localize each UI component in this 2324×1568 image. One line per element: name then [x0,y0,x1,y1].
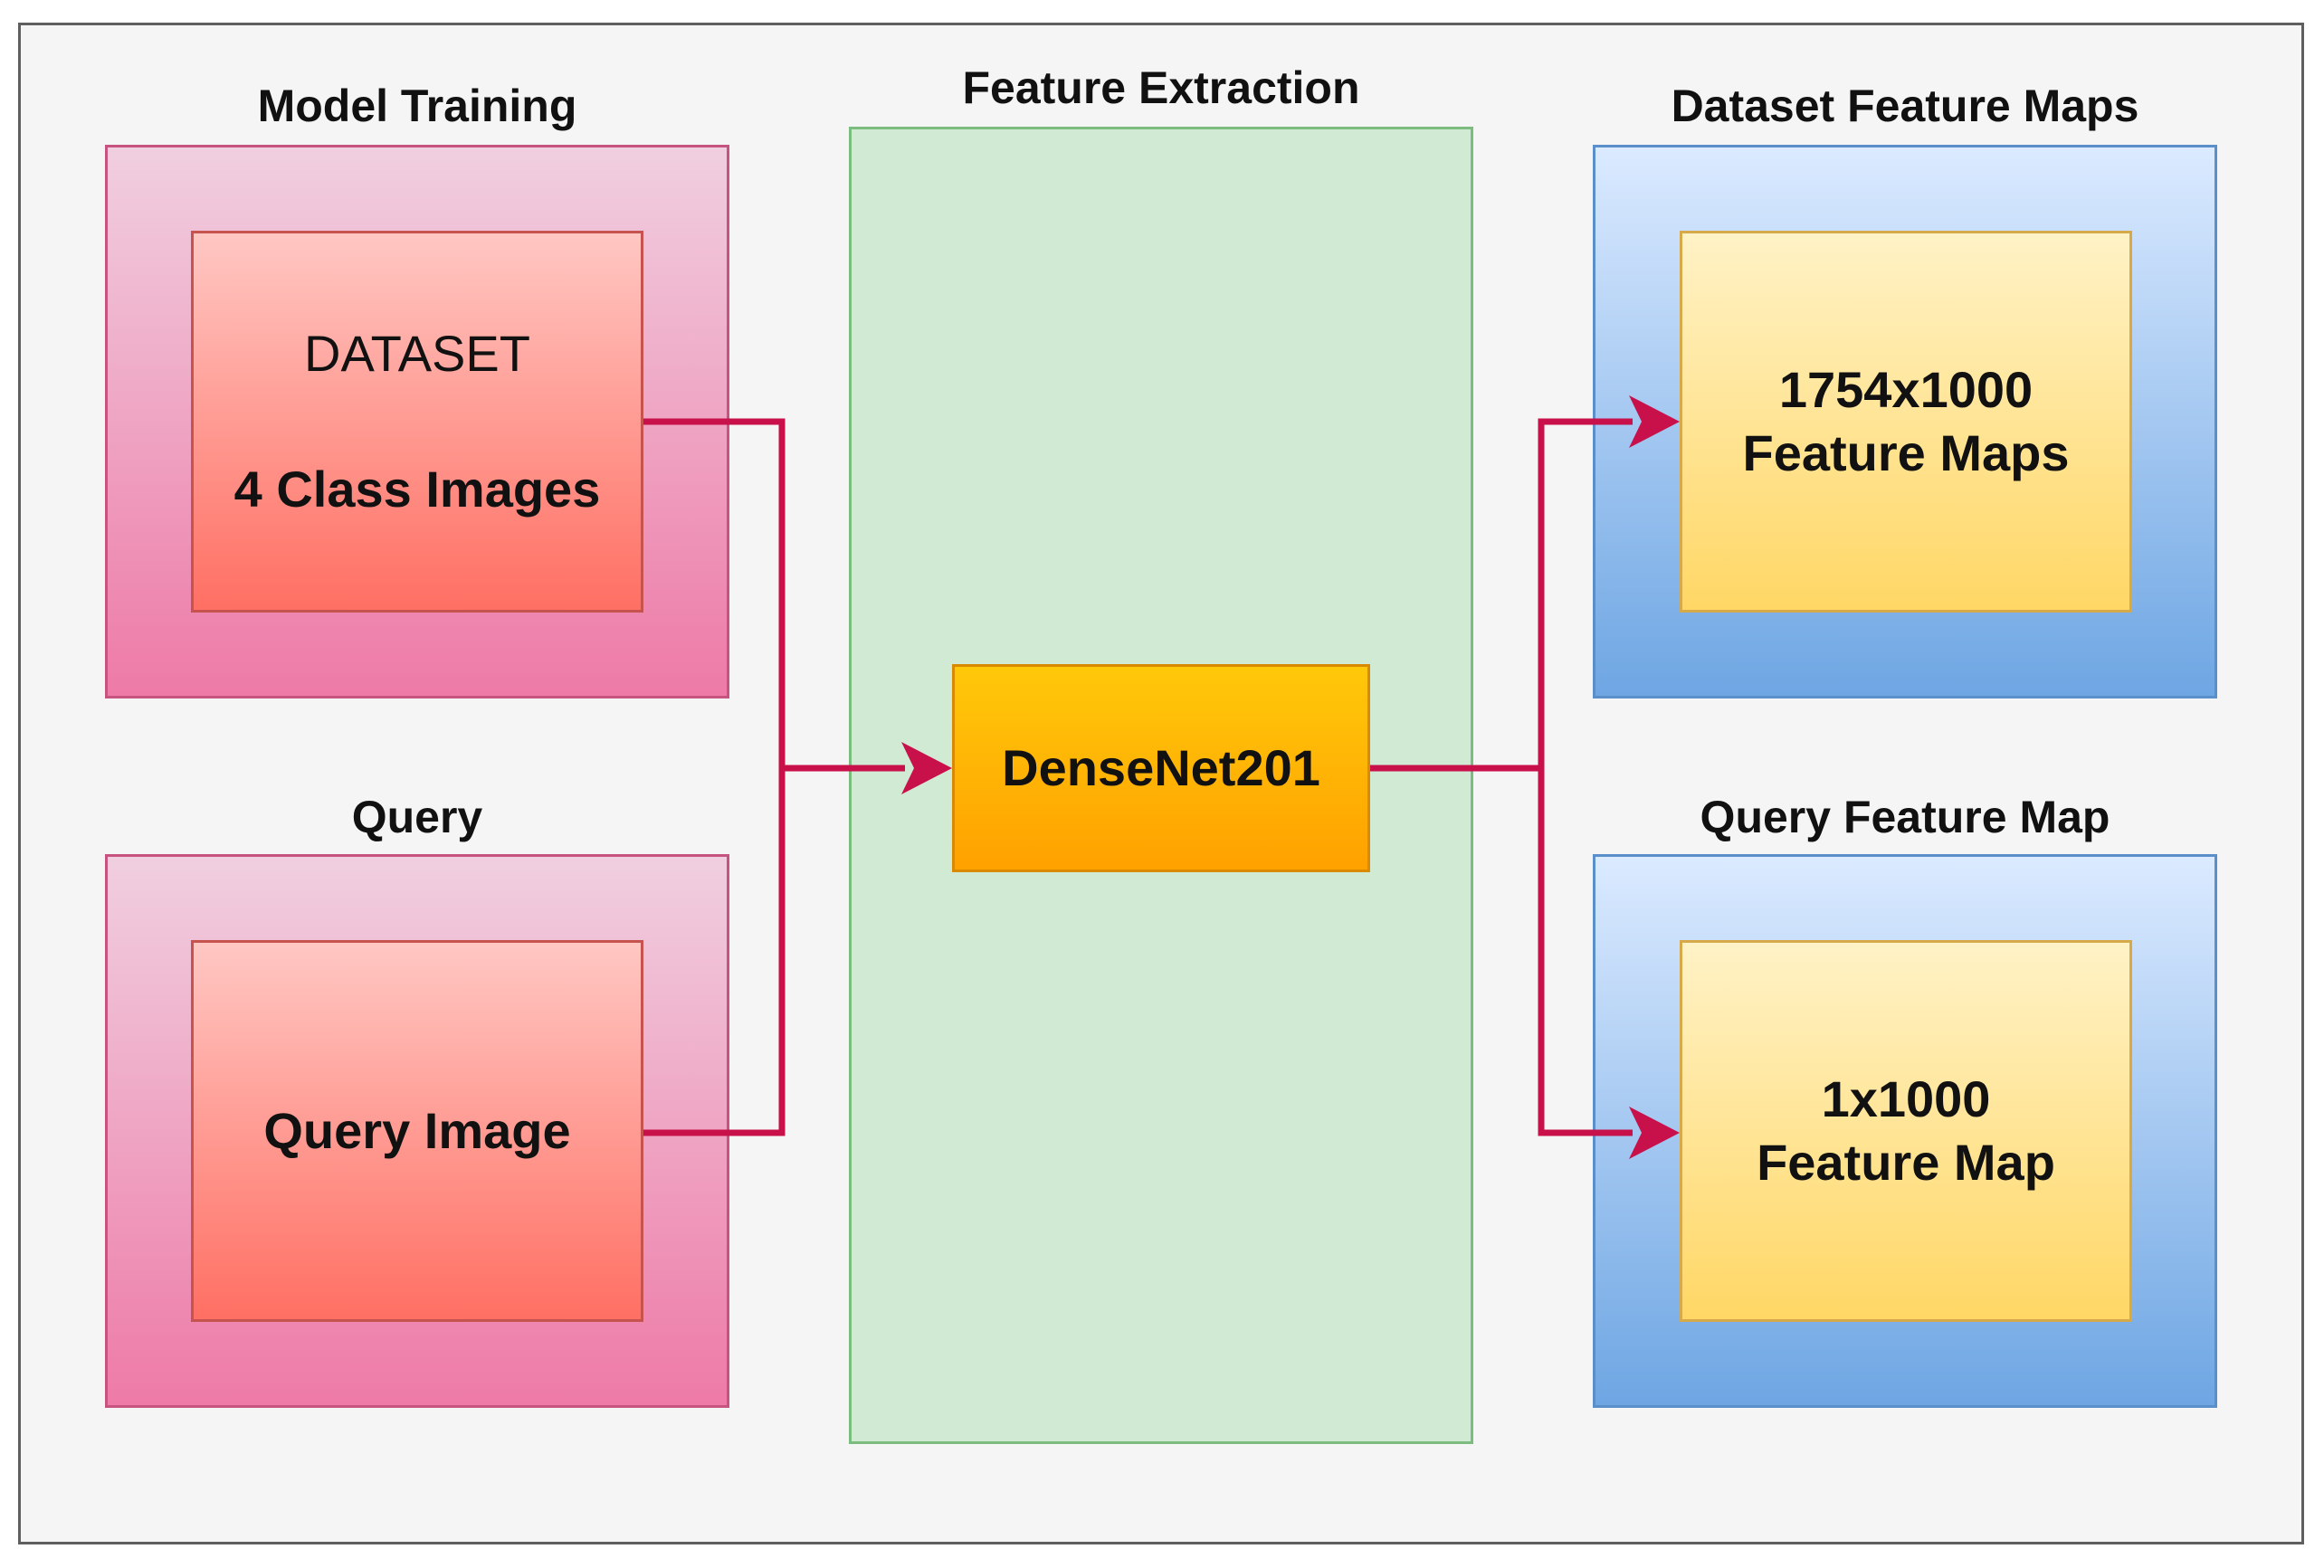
dataset-feature-maps-label: Feature Maps [1742,424,2070,481]
arrowhead-to-query-map [1629,1107,1680,1159]
arrowhead-to-dataset-maps [1629,395,1680,448]
connector-query-to-densenet [643,768,786,1136]
query-image-label: Query Image [263,1102,571,1159]
class-images-label: 4 Class Images [233,461,601,518]
query-feature-map-title: Query Feature Map [1700,792,2110,842]
dataset-label: DATASET [304,325,530,382]
dataset-feature-maps-title: Dataset Feature Maps [1671,81,2139,131]
dataset-feature-maps-box: 1754x1000 Feature Maps [1680,231,2132,613]
feature-extraction-title: Feature Extraction [962,62,1360,113]
densenet-label: DenseNet201 [1002,739,1320,796]
dataset-feature-maps-size: 1754x1000 [1778,361,2034,418]
query-feature-map-label: Feature Map [1757,1134,2055,1191]
query-feature-map-box: 1x1000 Feature Map [1680,940,2132,1322]
query-image-box: Query Image [191,940,643,1322]
query-title: Query [351,792,483,842]
connector-densenet-to-query-map [1538,768,1633,1136]
model-training-title: Model Training [257,81,577,131]
connector-dataset-to-densenet [643,418,905,772]
densenet-box: DenseNet201 [952,664,1370,872]
connector-densenet-to-dataset-maps [1370,418,1633,772]
query-feature-map-size: 1x1000 [1821,1070,1991,1127]
dataset-box: DATASET 4 Class Images [191,231,643,613]
arrowhead-to-densenet [901,742,952,794]
